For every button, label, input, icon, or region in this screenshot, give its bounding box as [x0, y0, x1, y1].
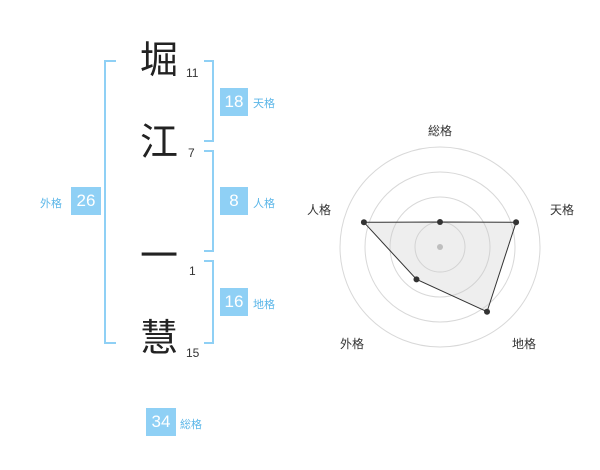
radar-label-soukaku: 総格 — [428, 124, 453, 138]
name-char-1: 堀 — [140, 38, 179, 82]
radar-label-gaikaku: 外格 — [340, 337, 365, 351]
name-char-4: 慧 — [140, 316, 179, 360]
name-char-3: 一 — [140, 234, 179, 278]
gaikaku-value: 26 — [71, 187, 101, 215]
stroke-count-4: 15 — [186, 346, 200, 360]
radar-point — [360, 219, 367, 226]
jinkaku-bracket — [204, 150, 214, 252]
chikaku-bracket — [204, 260, 214, 344]
radar-point — [413, 276, 420, 283]
radar-label-tenkaku: 天格 — [550, 203, 575, 217]
chikaku-label: 地格 — [253, 298, 275, 311]
gaikaku-label: 外格 — [40, 197, 62, 210]
radar-point — [484, 308, 491, 315]
tenkaku-value: 18 — [220, 88, 248, 116]
soukaku-value: 34 — [146, 408, 176, 436]
soukaku-label: 総格 — [180, 418, 202, 431]
radar-point — [513, 219, 520, 226]
jinkaku-value: 8 — [220, 187, 248, 215]
radar-center — [437, 244, 443, 250]
tenkaku-label: 天格 — [253, 97, 275, 110]
stroke-count-3: 1 — [189, 264, 196, 278]
tenkaku-bracket — [204, 60, 214, 142]
radar-point — [437, 219, 443, 225]
chikaku-value: 16 — [220, 288, 248, 316]
stroke-count-2: 7 — [188, 146, 195, 160]
radar-chart — [339, 146, 541, 348]
radar-polygon — [362, 221, 517, 313]
jinkaku-label: 人格 — [253, 197, 275, 210]
radar-ring — [339, 146, 541, 348]
radar-ring — [389, 196, 491, 298]
radar-label-jinkaku: 人格 — [307, 203, 332, 217]
stroke-count-1: 11 — [186, 66, 199, 80]
name-char-2: 江 — [140, 120, 179, 164]
radar-ring — [364, 171, 516, 323]
radar-label-chikaku: 地格 — [512, 337, 537, 351]
gaikaku-bracket — [104, 60, 116, 344]
